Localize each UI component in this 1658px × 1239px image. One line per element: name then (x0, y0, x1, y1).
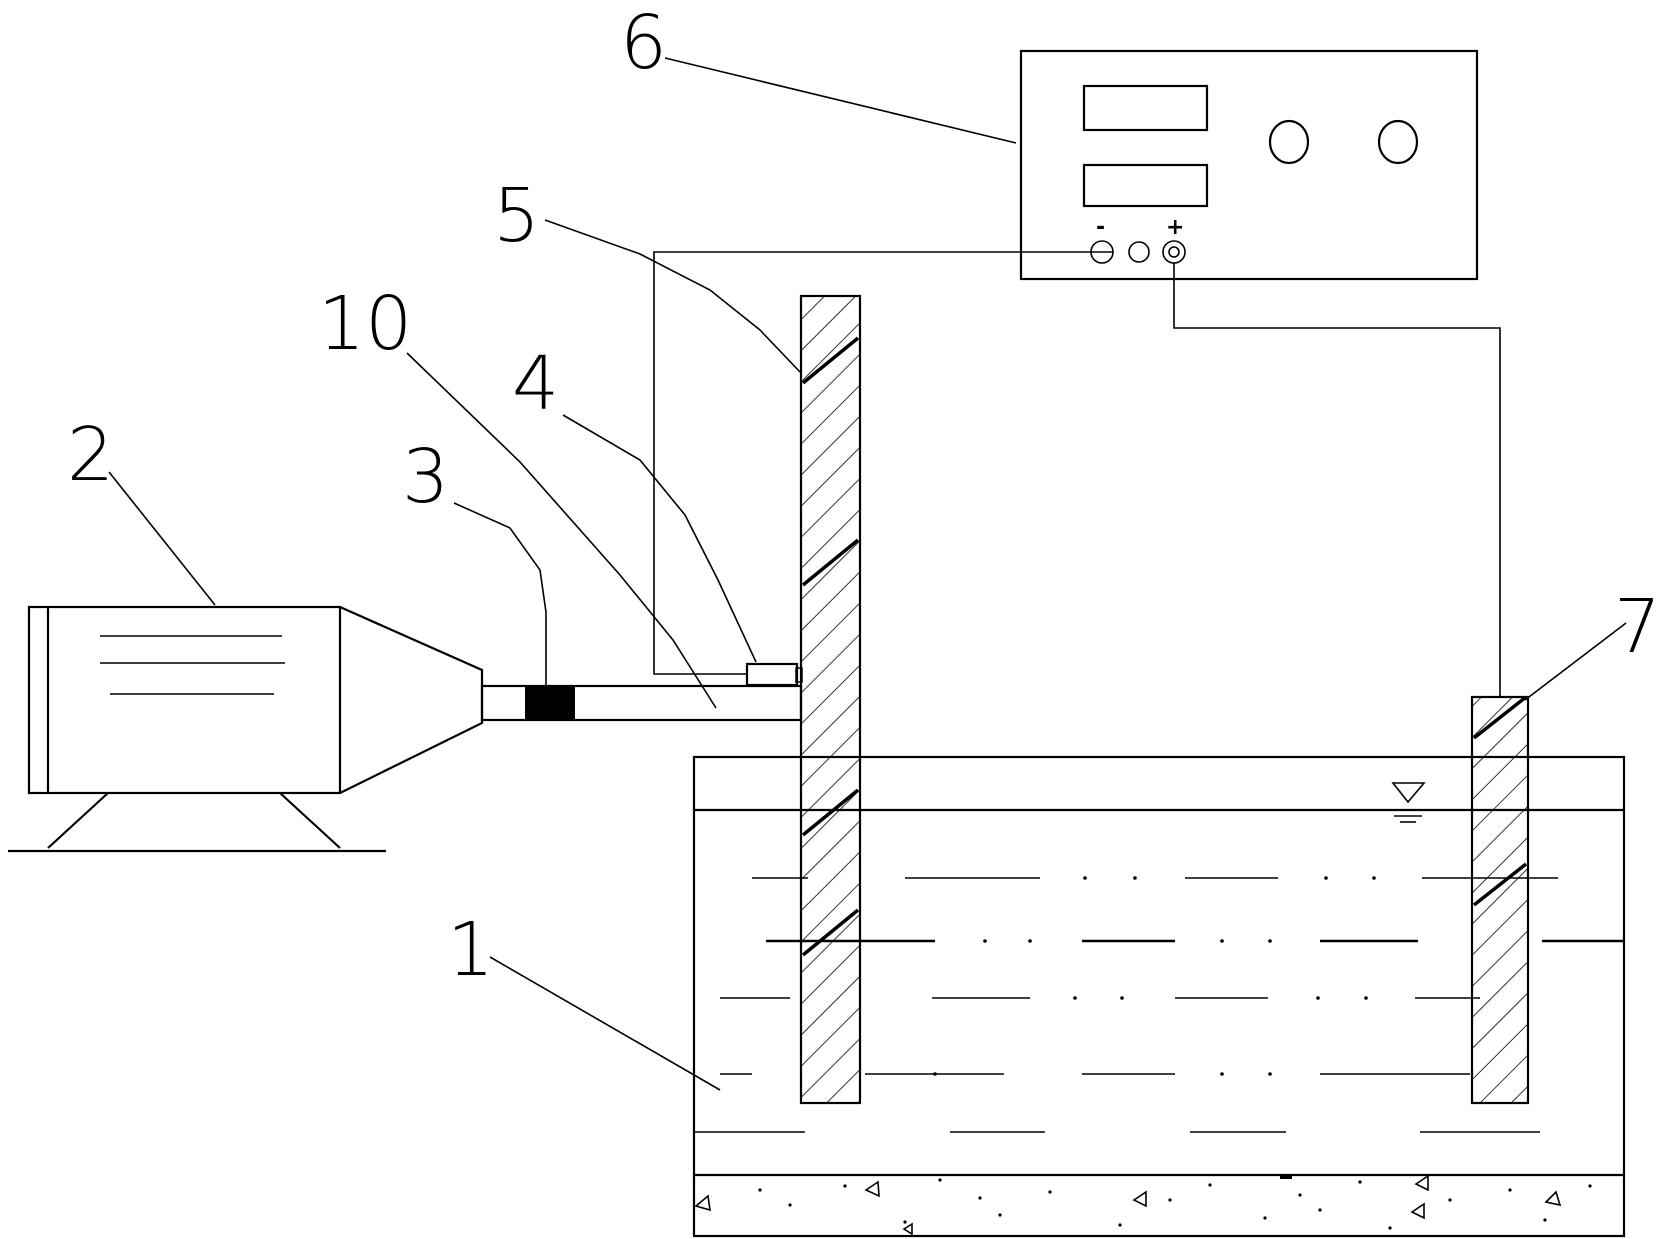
wire-positive (1173, 263, 1501, 697)
water-level-symbol (1386, 782, 1430, 823)
motor (8, 605, 484, 853)
label-5: 5 (493, 173, 540, 259)
label-7: 7 (1614, 584, 1658, 670)
label-2: 2 (67, 412, 114, 498)
leader-lines (108, 57, 1627, 1091)
middle-terminal (1128, 241, 1150, 263)
label-4: 4 (512, 341, 559, 427)
display-top (1082, 84, 1209, 132)
motor-body (27, 605, 342, 795)
power-supply: - + (1019, 49, 1479, 281)
motor-nose (339, 605, 484, 794)
coupling (525, 685, 575, 721)
label-1: 1 (447, 907, 494, 993)
counter-electrode (1470, 695, 1530, 1105)
water-dash-lines (694, 877, 1624, 1133)
leader-4 (562, 414, 757, 663)
electrode-plate (799, 294, 862, 1105)
label-10: 10 (318, 281, 412, 367)
knob-left (1268, 119, 1310, 165)
wire-negative (653, 251, 1091, 675)
sediment-layer (758, 1176, 1592, 1230)
tank-outline (692, 755, 1626, 1238)
sediment-triangles (694, 1174, 1562, 1236)
leader-2 (108, 471, 216, 606)
tank (692, 755, 1626, 1238)
knob-right (1377, 119, 1419, 165)
leader-5 (544, 219, 801, 373)
water-dots (933, 876, 1376, 1076)
label-6: 6 (620, 0, 667, 86)
sensor (745, 662, 799, 687)
leader-10 (406, 352, 717, 709)
leader-6 (664, 57, 1017, 144)
display-bottom (1082, 163, 1209, 208)
positive-terminal (1162, 240, 1186, 264)
positive-symbol: + (1166, 215, 1184, 240)
leader-1 (489, 956, 721, 1091)
leader-7 (1524, 622, 1627, 701)
leader-3 (453, 502, 547, 686)
wiring (653, 251, 1501, 697)
shaft (480, 684, 803, 722)
label-3: 3 (402, 434, 449, 520)
negative-symbol: - (1096, 215, 1105, 240)
motor-stand (8, 792, 386, 853)
sensor-contact (795, 667, 803, 683)
